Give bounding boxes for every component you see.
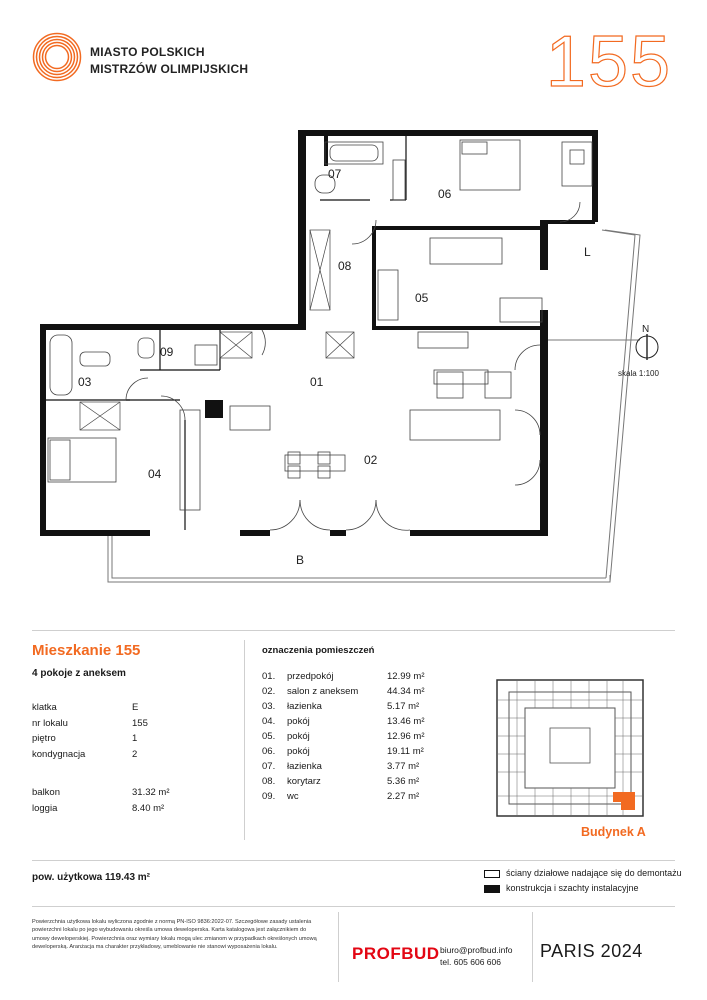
room-label-04: 04 <box>148 467 162 481</box>
furniture <box>47 139 593 511</box>
apartment-location-marker <box>613 792 635 810</box>
column-divider <box>244 640 245 840</box>
apartment-subtitle: 4 pokoje z aneksem <box>32 668 126 679</box>
room-label-06: 06 <box>438 187 452 201</box>
legend-item-removable: ściany działowe nadające się do demontaż… <box>484 868 682 878</box>
room-label-01: 01 <box>310 375 324 389</box>
brand-line-1: MIASTO POLSKICH <box>90 45 205 59</box>
balcony-outline <box>107 229 641 583</box>
brand-logo-rings <box>32 32 82 82</box>
rooms-table-title: oznaczenia pomieszczeń <box>262 645 375 656</box>
developer-phone[interactable]: tel. 605 606 606 <box>440 957 501 967</box>
room-label-08: 08 <box>338 259 352 273</box>
north-label: N <box>642 324 649 335</box>
room-label-09: 09 <box>160 345 174 359</box>
floor-plan: 07 06 08 05 09 03 01 04 02 B L N skala 1… <box>40 130 659 583</box>
developer-logo: PROFBUD <box>352 944 440 963</box>
apartment-number-outline: 155 <box>545 21 672 102</box>
project-name: PARIS 2024 <box>540 941 643 961</box>
partition-walls <box>46 136 407 530</box>
footer-divider-2 <box>532 912 533 982</box>
developer-contact: biuro@profbud.info tel. 605 606 606 <box>440 944 512 968</box>
apartment-title: Mieszkanie 155 <box>32 642 141 659</box>
doors <box>125 201 581 531</box>
room-label-02: 02 <box>364 453 378 467</box>
room-label-07: 07 <box>328 167 342 181</box>
north-compass-icon: N <box>635 324 659 360</box>
usable-area: pow. użytkowa 119.43 m² <box>32 872 151 883</box>
balcony-label: B <box>296 553 304 567</box>
footer-divider <box>338 912 339 982</box>
room-label-05: 05 <box>415 291 429 305</box>
disclaimer: Powierzchnia użytkowa lokalu wyliczona z… <box>32 919 317 951</box>
structural-walls <box>40 130 598 536</box>
legend-solid-swatch <box>484 884 500 893</box>
section-divider <box>32 630 675 631</box>
brand-line-2: MISTRZÓW OLIMPIJSKICH <box>90 62 249 76</box>
legend-item-structural: konstrukcja i szachty instalacyjne <box>484 883 639 893</box>
section-divider-3 <box>32 906 675 907</box>
shafts <box>79 229 355 431</box>
loggia-label: L <box>584 245 591 259</box>
legend-hollow-swatch <box>484 869 500 878</box>
apartment-number-text: 155 <box>546 30 672 90</box>
building-key-plan <box>496 679 644 817</box>
section-divider-2 <box>32 860 675 861</box>
building-label: Budynek A <box>581 825 646 839</box>
brand-name: MIASTO POLSKICH MISTRZÓW OLIMPIJSKICH <box>90 44 248 78</box>
scale-label: skala 1:100 <box>618 369 659 378</box>
apartment-number-big: 155 <box>539 21 679 102</box>
developer-email[interactable]: biuro@profbud.info <box>440 945 513 955</box>
room-label-03: 03 <box>78 375 92 389</box>
